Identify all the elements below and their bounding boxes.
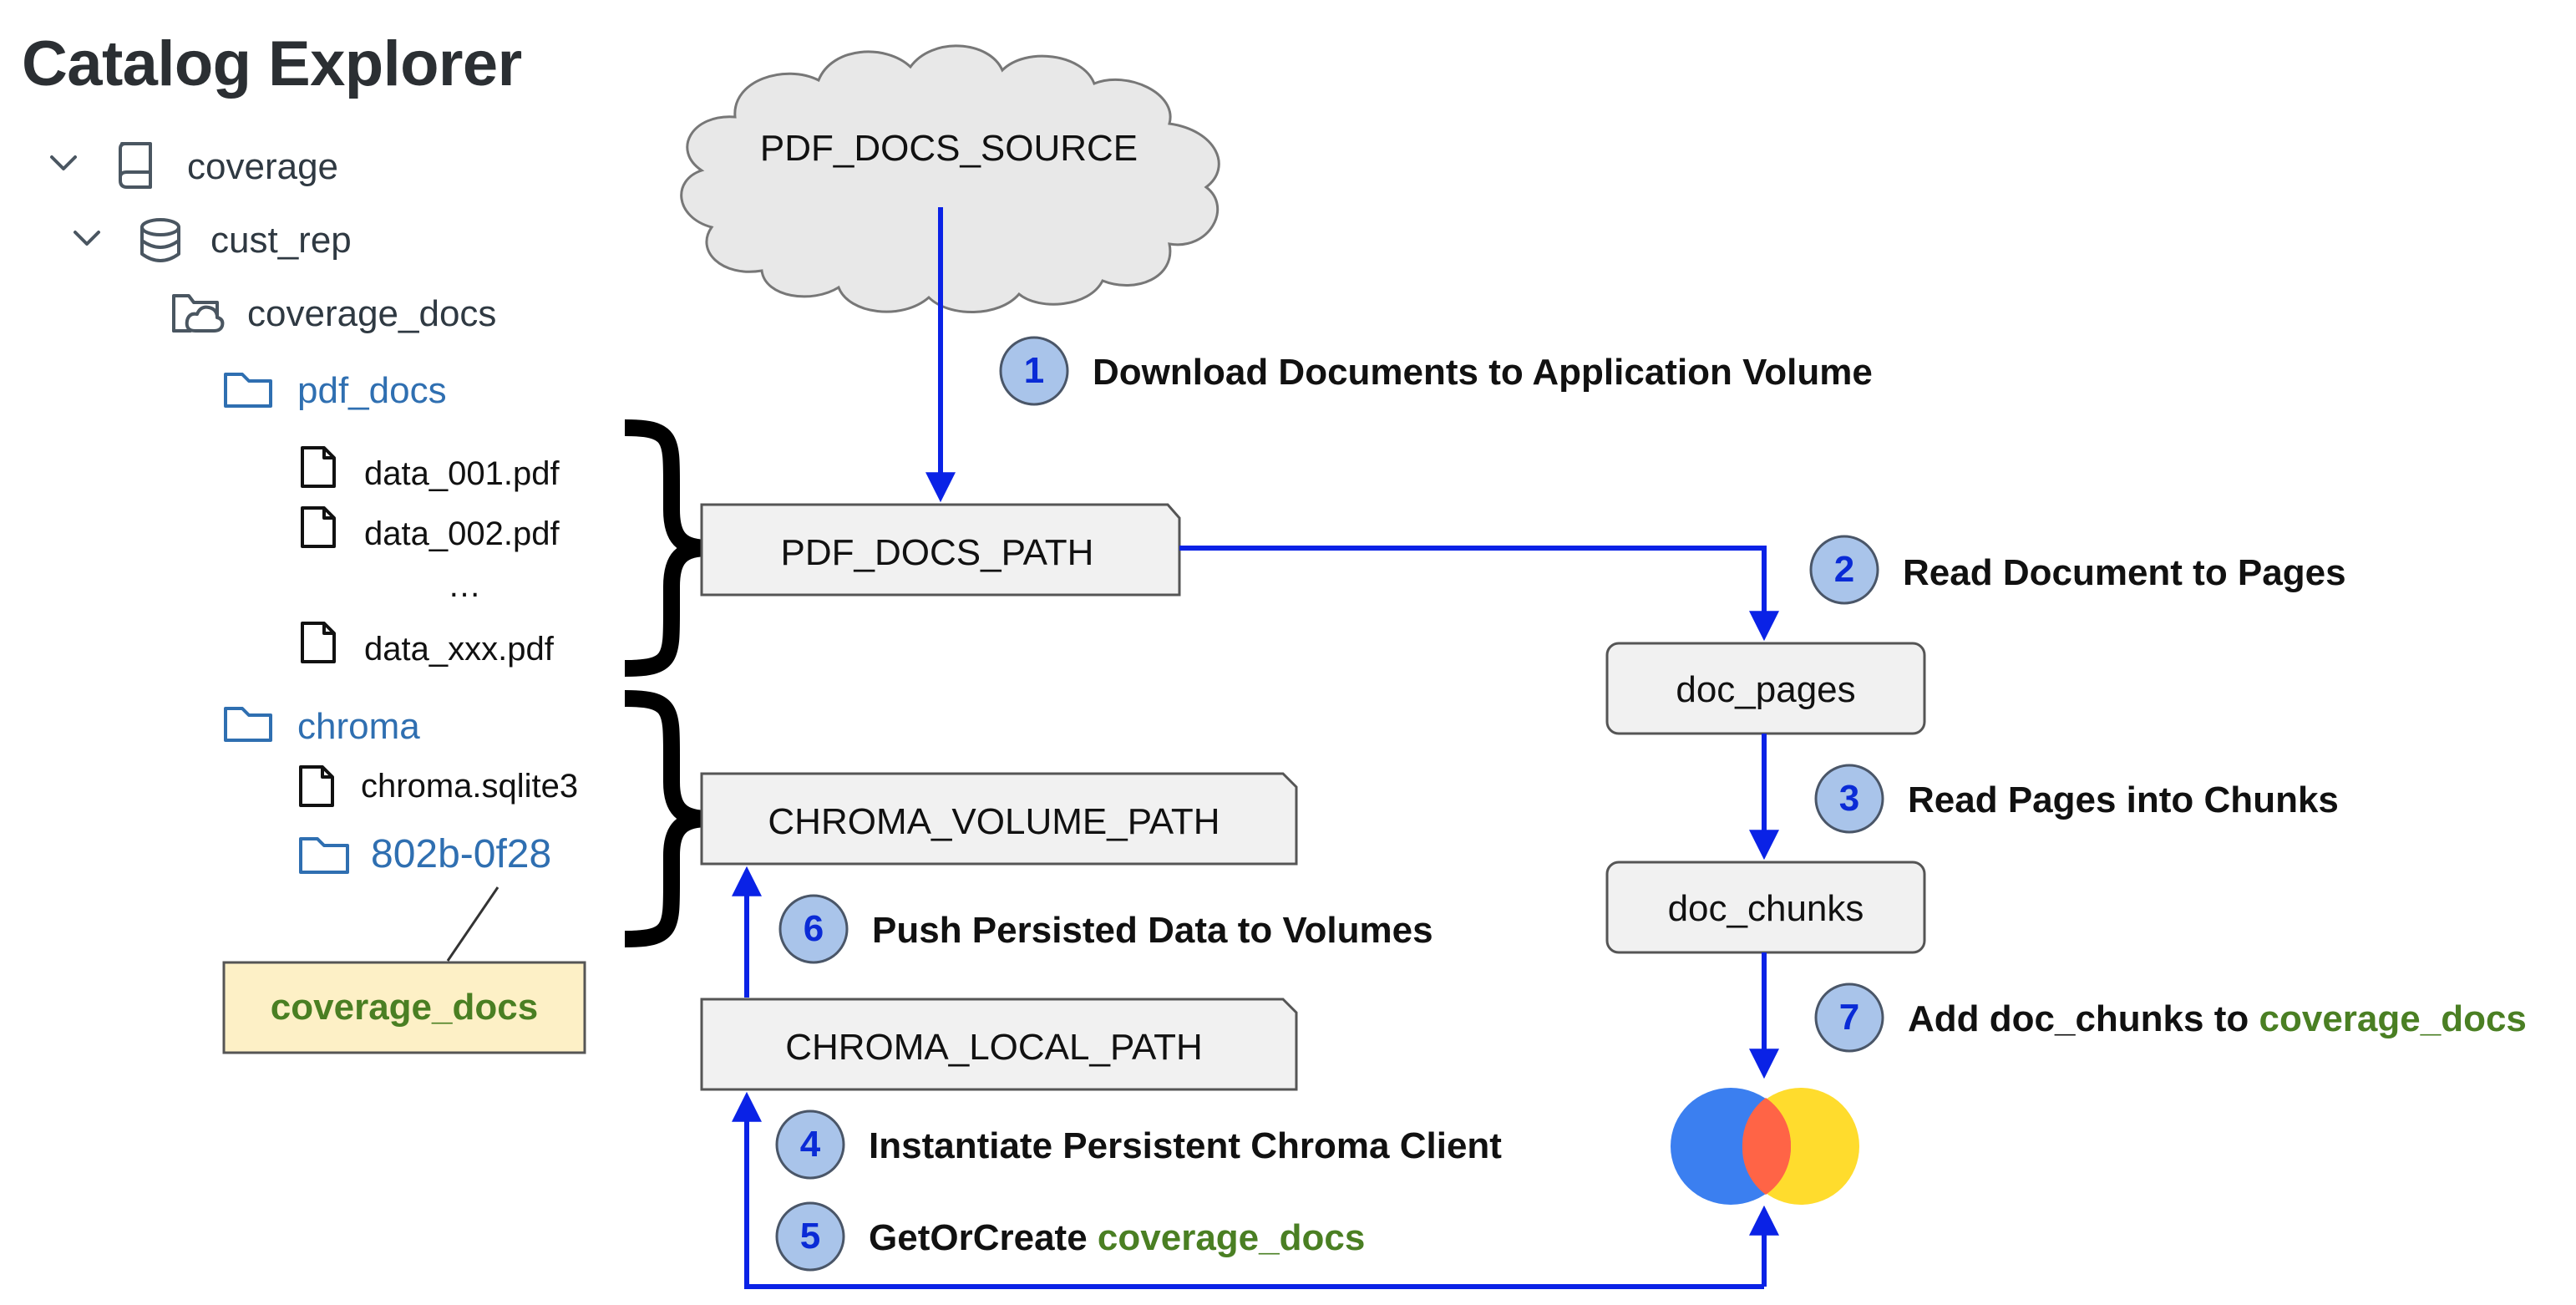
chroma-volume-path-label: CHROMA_VOLUME_PATH — [768, 800, 1220, 842]
collection-name: coverage_docs — [2259, 998, 2527, 1039]
step-number: 2 — [1833, 548, 1855, 590]
step-number: 1 — [1023, 349, 1045, 391]
arrow-client-loop — [732, 1091, 1764, 1289]
coverage-docs-callout-label: coverage_docs — [270, 986, 539, 1028]
tree-item-chroma-subfolder[interactable]: 802b-0f28 — [371, 832, 552, 877]
tree-item-pdf-folder[interactable]: pdf_docs — [297, 369, 447, 411]
step-label: Push Persisted Data to Volumes — [872, 909, 1433, 951]
tree-item-volume[interactable]: coverage_docs — [247, 292, 497, 334]
pdf-brace — [624, 419, 717, 677]
chroma-local-path-label: CHROMA_LOCAL_PATH — [785, 1026, 1203, 1068]
doc-pages-label: doc_pages — [1676, 668, 1856, 710]
step-number: 7 — [1838, 996, 1860, 1038]
catalog-book-icon — [119, 142, 152, 189]
file-icon — [301, 446, 336, 488]
arrow-read-pages — [1179, 546, 1779, 642]
chevron-down-icon[interactable] — [50, 155, 77, 170]
file-icon — [301, 622, 336, 663]
tree-file[interactable]: data_002.pdf — [364, 516, 560, 553]
chroma-local-path-box — [700, 998, 1298, 1091]
chroma-brace — [624, 690, 717, 947]
step-label: Instantiate Persistent Chroma Client — [869, 1125, 1502, 1166]
step-number: 4 — [799, 1123, 821, 1165]
folder-icon — [224, 373, 272, 408]
tree-file[interactable]: chroma.sqlite3 — [361, 769, 579, 805]
step-label: Read Document to Pages — [1903, 551, 2346, 593]
database-icon — [140, 218, 180, 262]
pdf-docs-path-label: PDF_DOCS_PATH — [780, 531, 1094, 573]
source-cloud-shape — [680, 44, 1220, 313]
chevron-down-icon[interactable] — [74, 231, 100, 246]
step-label: Add doc_chunks to — [1908, 998, 2259, 1039]
step-badge-4 — [775, 1110, 845, 1180]
tree-item-schema[interactable]: cust_rep — [210, 219, 352, 261]
coverage-docs-callout-box — [222, 961, 586, 1054]
tree-file[interactable]: data_xxx.pdf — [364, 632, 554, 668]
volume-folder-icon — [172, 294, 225, 333]
source-cloud-label: PDF_DOCS_SOURCE — [759, 127, 1138, 169]
step-badge-1 — [999, 336, 1069, 406]
step-label-with-highlight: GetOrCreate coverage_docs — [869, 1216, 1365, 1260]
step-label-with-highlight: Add doc_chunks to coverage_docs — [1908, 998, 2527, 1041]
folder-icon — [299, 837, 349, 874]
doc-chunks-label: doc_chunks — [1667, 887, 1864, 929]
page-title: Catalog Explorer — [22, 30, 522, 100]
file-icon — [299, 765, 334, 807]
pdf-docs-path-box — [700, 503, 1181, 597]
step-badge-7 — [1814, 983, 1884, 1053]
step-badge-5 — [775, 1201, 845, 1272]
tree-ellipsis: … — [448, 568, 481, 605]
step-label: GetOrCreate — [869, 1216, 1098, 1258]
step-number: 3 — [1838, 777, 1860, 819]
collection-name: coverage_docs — [1097, 1216, 1366, 1258]
tree-item-chroma-folder[interactable]: chroma — [297, 705, 420, 747]
step-number: 5 — [799, 1215, 821, 1257]
file-icon — [301, 506, 336, 548]
tree-item-catalog[interactable]: coverage — [187, 145, 339, 187]
step-badge-6 — [778, 894, 849, 964]
chroma-volume-path-box — [700, 772, 1298, 866]
step-number: 6 — [803, 907, 824, 949]
step-badge-3 — [1814, 764, 1884, 834]
folder-icon — [224, 707, 272, 742]
step-label: Download Documents to Application Volume — [1093, 351, 1873, 393]
step-label: Read Pages into Chunks — [1908, 779, 2339, 820]
chroma-logo-icon — [1671, 1088, 1859, 1205]
tree-file[interactable]: data_001.pdf — [364, 456, 560, 493]
callout-leader — [446, 886, 499, 962]
step-badge-2 — [1809, 535, 1879, 605]
